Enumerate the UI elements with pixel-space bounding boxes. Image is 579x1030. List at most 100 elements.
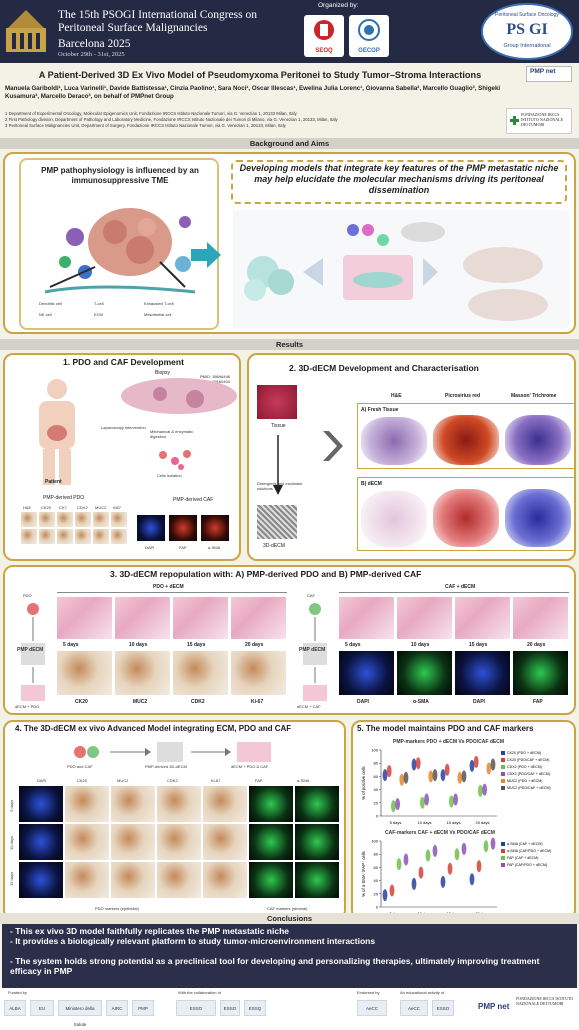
col-masson: Masson' Trichrome xyxy=(511,393,557,399)
pdo-ihc-image xyxy=(111,529,127,544)
caf-day-10: 10 days xyxy=(411,642,430,648)
y-tick-label: 40 xyxy=(374,878,379,883)
caf-asma-image xyxy=(201,515,229,541)
fresh-picrosirius-image xyxy=(433,415,499,465)
pdo-ihc-image xyxy=(39,512,55,527)
advanced-model-image xyxy=(157,786,201,822)
violin-point xyxy=(411,877,417,890)
essq-logo: ESSQ xyxy=(244,1000,266,1016)
legend-swatch xyxy=(501,856,505,860)
caf-day-5: 5 days xyxy=(345,642,361,648)
pdo-marker-muc2-label: MUC2 xyxy=(133,699,148,705)
row-15-days: 15 days xyxy=(9,872,14,887)
caf-flow-diagram xyxy=(303,603,327,701)
violin-point xyxy=(457,771,463,784)
congress-date: October 29th - 31st, 2025 xyxy=(58,51,125,58)
violin-point xyxy=(403,853,409,866)
footer: Funded by With the collaboration of Endo… xyxy=(0,988,579,1030)
y-tick-label: 60 xyxy=(374,774,379,779)
pdo-marker-he: H&E xyxy=(23,505,32,510)
congress-title: The 15th PSOGI International Congress on… xyxy=(58,9,257,34)
y-tick-label: 0 xyxy=(376,814,379,819)
chevron-right-icon xyxy=(323,431,343,461)
chart2-title: CAF-markers CAF + dECM Vs PDO/CAF dECM xyxy=(385,830,495,836)
legend-label: CDX2 (PDO + dECM) xyxy=(507,765,542,769)
advanced-model-image xyxy=(65,824,109,860)
advanced-model-image xyxy=(203,824,247,860)
affiliation-3: 3 Peritoneal Surface Malignancies Unit, … xyxy=(5,123,286,128)
legend-swatch xyxy=(501,758,505,762)
legend-nk-cell: NK cell xyxy=(39,312,52,317)
advanced-model-image xyxy=(157,824,201,860)
violin-point xyxy=(469,873,475,886)
poster-title: A Patient-Derived 3D Ex Vivo Model of Ps… xyxy=(38,70,482,80)
violin-point xyxy=(490,758,496,771)
violin-point xyxy=(486,762,492,775)
pdo-ihc-image xyxy=(75,529,91,544)
pdo-ihc-image xyxy=(21,512,37,527)
legend-swatch xyxy=(501,863,505,867)
violin-point xyxy=(386,765,392,778)
violin-point xyxy=(461,770,467,783)
pdo-ihc-image xyxy=(39,529,55,544)
gecop-emblem-icon xyxy=(358,19,380,41)
biopsy-histology xyxy=(121,378,237,414)
alba-logo: ALBA xyxy=(4,1000,26,1016)
advanced-model-image xyxy=(111,824,155,860)
panel-repopulation: 3. 3D-dECM repopulation with: A) PMP-der… xyxy=(3,565,576,715)
chart1-title: PMP-markers PDO + dECM Vs PDO/CAF dECM xyxy=(393,739,504,745)
panel-advanced-model: 4. The 3D-dECM ex vivo Advanced Model in… xyxy=(3,720,346,920)
row-10-days: 10 days xyxy=(9,836,14,851)
advanced-model-image xyxy=(19,824,63,860)
tissue-label: Tissue xyxy=(271,423,286,429)
legend-swatch xyxy=(501,751,505,755)
caf-day5-image xyxy=(339,597,394,639)
advanced-model-image xyxy=(295,824,339,860)
ministero-logo: Ministero della Salute xyxy=(58,1000,102,1027)
violin-point xyxy=(411,758,417,771)
pdo-marker-ki67-label: Ki-67 xyxy=(251,699,264,705)
row-decm: B) dECM xyxy=(361,481,382,487)
panel3-title: 3. 3D-dECM repopulation with: A) PMP-der… xyxy=(110,569,422,579)
psogi-acronym: PS GI xyxy=(506,21,548,38)
violin-point xyxy=(476,860,482,873)
col-picrosirius: Picrosirius red xyxy=(445,393,481,399)
fresh-tissue-frame xyxy=(357,403,575,469)
caf-decm-heading: CAF + dECM xyxy=(445,584,476,590)
tissue-image xyxy=(257,385,297,419)
violin-point xyxy=(396,858,402,871)
caf-flow-label: CAF xyxy=(307,593,315,598)
violin-point xyxy=(382,889,388,902)
advanced-model-image xyxy=(65,786,109,822)
footer-irccs-logo: FONDAZIONE IRCCS ISTITUTO NAZIONALE DEI … xyxy=(516,996,574,1006)
legend-label: FAP (CAF + dECM) xyxy=(507,856,538,860)
flow-pmp-decm: PMP-derived 3D-dECM xyxy=(145,764,187,769)
pdo-marker-cdk2-label: CDK2 xyxy=(191,699,205,705)
decm-scaffold-image xyxy=(257,505,297,539)
eu-logo: EU xyxy=(30,1000,54,1016)
decm-picrosirius-image xyxy=(433,489,499,547)
patient-label: Patient xyxy=(45,479,62,485)
violin-point xyxy=(432,844,438,857)
violin-point xyxy=(425,849,431,862)
legend-label: CK20 (PDO/CAF + dECM) xyxy=(507,758,549,762)
tme-illustration xyxy=(44,208,196,294)
flow-pdo-caf: PDO and CAF xyxy=(67,764,93,769)
section-results-bar: Results xyxy=(0,339,579,350)
legend-label: CDX2 (PDO/CAF + dECM) xyxy=(507,772,550,776)
caf-marker-fap: FAP xyxy=(179,545,187,550)
legend-label: FAP (CAF/PDO + dECM) xyxy=(507,863,547,867)
y-tick-label: 20 xyxy=(374,800,379,805)
patient-figure xyxy=(39,379,75,485)
panel2-title: 2. 3D-dECM Development and Characterisat… xyxy=(289,363,479,373)
fresh-he-image xyxy=(361,417,427,465)
decm-caf-label: dECM + CAF xyxy=(297,704,321,709)
pdo-ki67-image xyxy=(231,651,286,695)
biopsy-label: Biopsy xyxy=(155,370,171,376)
fresh-masson-image xyxy=(505,415,571,465)
violin-point xyxy=(418,866,424,879)
caf-marker-fap-label: FAP xyxy=(533,699,543,705)
caf-fap-image xyxy=(513,651,568,695)
panel-pdo-caf: 1. PDO and CAF Development Biopsy PMID: … xyxy=(3,353,241,561)
conclusion-2: - It provides a biologically relevant pl… xyxy=(10,936,376,946)
